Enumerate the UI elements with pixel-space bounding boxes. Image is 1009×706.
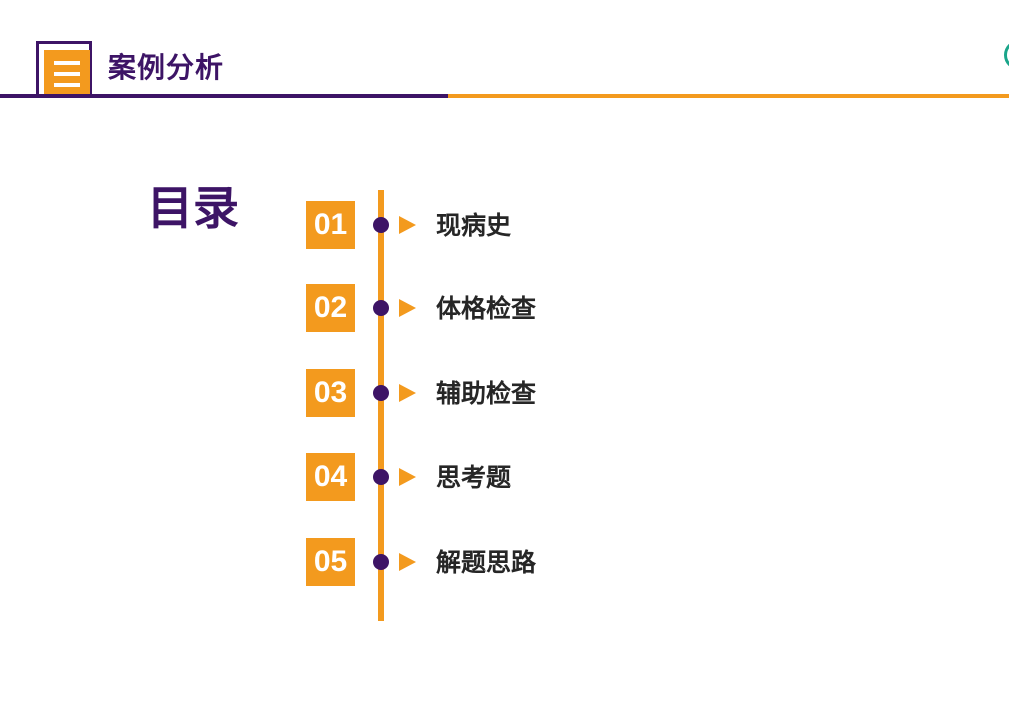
timeline-dot-icon	[373, 300, 389, 316]
toc-number-badge: 01	[306, 201, 355, 249]
toc-number-badge: 04	[306, 453, 355, 501]
play-arrow-icon	[399, 384, 416, 402]
header-divider-purple	[0, 94, 448, 98]
page-title: 案例分析	[108, 51, 225, 84]
toc-item-questions[interactable]: 04 思考题	[0, 453, 1009, 501]
toc-item-solution[interactable]: 05 解题思路	[0, 538, 1009, 586]
play-arrow-icon	[399, 468, 416, 486]
toc-number-badge: 02	[306, 284, 355, 332]
toc-number-badge: 03	[306, 369, 355, 417]
play-arrow-icon	[399, 553, 416, 571]
timeline-line	[378, 190, 384, 621]
toc-item-label: 现病史	[436, 211, 512, 240]
header-icon-frame	[36, 41, 92, 94]
menu-lines-icon	[44, 50, 90, 98]
toc-item-auxiliary-exam[interactable]: 03 辅助检查	[0, 369, 1009, 417]
timeline-dot-icon	[373, 385, 389, 401]
circle-icon	[1004, 40, 1009, 70]
timeline-dot-icon	[373, 469, 389, 485]
toc-item-label: 辅助检查	[436, 379, 537, 408]
timeline-dot-icon	[373, 554, 389, 570]
toc-title: 目录	[147, 181, 239, 235]
play-arrow-icon	[399, 299, 416, 317]
toc-number-badge: 05	[306, 538, 355, 586]
toc-item-label: 解题思路	[436, 548, 537, 577]
timeline-dot-icon	[373, 217, 389, 233]
toc-item-history[interactable]: 01 现病史	[0, 201, 1009, 249]
toc-item-label: 思考题	[436, 463, 512, 492]
header-divider-orange	[448, 94, 1009, 98]
toc-item-label: 体格检查	[436, 294, 537, 323]
play-arrow-icon	[399, 216, 416, 234]
toc-item-physical-exam[interactable]: 02 体格检查	[0, 284, 1009, 332]
